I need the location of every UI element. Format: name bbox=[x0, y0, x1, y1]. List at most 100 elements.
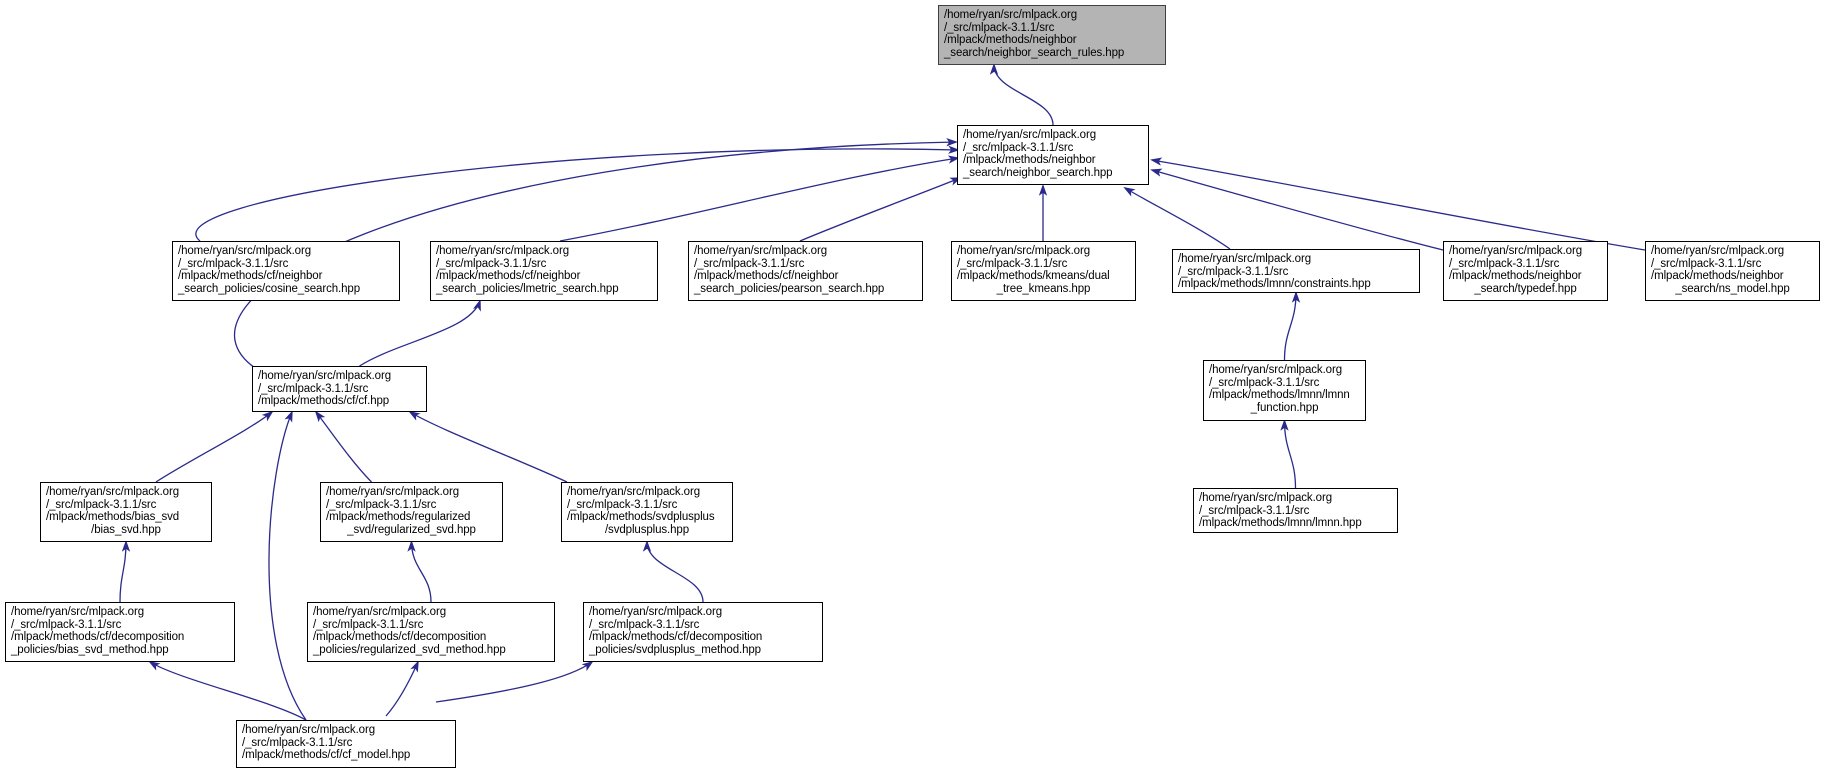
edge-neighbor_search-to-neighbor_search_rules bbox=[989, 63, 1054, 126]
node-text-line: /_src/mlpack-3.1.1/src bbox=[963, 141, 1074, 154]
node-text-line: /home/ryan/src/mlpack.org bbox=[957, 245, 1090, 257]
node-text-line: /_src/mlpack-3.1.1/src bbox=[694, 257, 805, 270]
node-text-line: /_src/mlpack-3.1.1/src bbox=[1178, 265, 1289, 278]
node-text-line: /mlpack/methods/neighbor bbox=[1449, 270, 1582, 283]
node-text-line: _policies/svdplusplus_method.hpp bbox=[589, 643, 761, 656]
graph-node-svdplusplus_method[interactable]: /home/ryan/src/mlpack.org/_src/mlpack-3.… bbox=[583, 602, 823, 662]
node-text-line: /mlpack/methods/bias_svd bbox=[46, 511, 180, 524]
node-text-line: /_src/mlpack-3.1.1/src bbox=[313, 618, 424, 631]
node-text-line: /_src/mlpack-3.1.1/src bbox=[1651, 257, 1762, 270]
node-text-line: /mlpack/methods/lmnn/lmnn.hpp bbox=[1199, 517, 1362, 530]
edge-typedef-to-neighbor_search bbox=[1150, 168, 1444, 251]
node-text-line: /_src/mlpack-3.1.1/src bbox=[242, 736, 353, 749]
edge-lmnn_function-to-lmnn_constraints bbox=[1283, 291, 1301, 361]
graph-node-bias_svd_method[interactable]: /home/ryan/src/mlpack.org/_src/mlpack-3.… bbox=[5, 602, 235, 662]
node-text-line: _search_policies/pearson_search.hpp bbox=[694, 282, 885, 295]
node-text-line: /home/ryan/src/mlpack.org bbox=[589, 606, 722, 618]
edge-bias_svd_method-to-bias_svd bbox=[119, 540, 131, 603]
node-text-line: /home/ryan/src/mlpack.org bbox=[11, 606, 144, 618]
node-text-line: /home/ryan/src/mlpack.org bbox=[567, 486, 700, 498]
node-text-line: /_src/mlpack-3.1.1/src bbox=[567, 498, 678, 511]
edge-cf_model-to-cf bbox=[268, 410, 307, 721]
node-text-line: _search/neighbor_search_rules.hpp bbox=[944, 46, 1125, 59]
node-text-line: _search/typedef.hpp bbox=[1474, 282, 1577, 295]
node-text-line: /svdplusplus.hpp bbox=[604, 523, 690, 536]
node-text-line: /mlpack/methods/cf/cf_model.hpp bbox=[242, 749, 411, 762]
edge-cf_model-to-bias_svd_method bbox=[148, 660, 307, 721]
edge-bias_svd-to-cf bbox=[155, 410, 274, 483]
graph-node-regularized_svd[interactable]: /home/ryan/src/mlpack.org/_src/mlpack-3.… bbox=[320, 482, 503, 542]
node-text-line: /_src/mlpack-3.1.1/src bbox=[1199, 504, 1310, 517]
edge-cf_model-to-svdplusplus_method bbox=[435, 660, 594, 703]
node-text-line: /home/ryan/src/mlpack.org bbox=[258, 370, 391, 382]
graph-node-dual_tree_kmeans[interactable]: /home/ryan/src/mlpack.org/_src/mlpack-3.… bbox=[951, 241, 1136, 301]
node-text-line: /_src/mlpack-3.1.1/src bbox=[589, 618, 700, 631]
node-text-line: _search_policies/cosine_search.hpp bbox=[178, 282, 360, 295]
node-text-line: /home/ryan/src/mlpack.org bbox=[242, 724, 375, 736]
graph-node-cf[interactable]: /home/ryan/src/mlpack.org/_src/mlpack-3.… bbox=[252, 366, 427, 412]
node-text-line: /mlpack/methods/kmeans/dual bbox=[957, 270, 1110, 283]
node-text-line: /home/ryan/src/mlpack.org bbox=[1449, 245, 1582, 257]
edge-cf-to-lmetric_search bbox=[359, 299, 481, 367]
node-text-line: /mlpack/methods/cf/neighbor bbox=[694, 270, 839, 283]
node-text-line: /_src/mlpack-3.1.1/src bbox=[258, 382, 369, 395]
node-text-line: /home/ryan/src/mlpack.org bbox=[326, 486, 459, 498]
node-text-line: /bias_svd.hpp bbox=[91, 523, 161, 536]
graph-node-regularized_svd_method[interactable]: /home/ryan/src/mlpack.org/_src/mlpack-3.… bbox=[307, 602, 555, 662]
node-text-line: /mlpack/methods/neighbor bbox=[1651, 270, 1784, 283]
edge-lmetric_search-to-neighbor_search bbox=[559, 155, 960, 242]
node-text-line: /mlpack/methods/neighbor bbox=[944, 34, 1077, 47]
edge-regularized_svd_method-to-regularized_svd bbox=[407, 540, 432, 603]
node-text-line: /_src/mlpack-3.1.1/src bbox=[326, 498, 437, 511]
edge-lmnn-to-lmnn_function bbox=[1280, 419, 1297, 489]
node-text-line: /mlpack/methods/lmnn/lmnn bbox=[1209, 389, 1350, 402]
node-text-line: /_src/mlpack-3.1.1/src bbox=[1209, 376, 1320, 389]
edge-lmnn_constraints-to-neighbor_search bbox=[1123, 187, 1231, 250]
node-text-line: _function.hpp bbox=[1250, 401, 1319, 414]
node-text-line: /mlpack/methods/cf/cf.hpp bbox=[258, 395, 390, 408]
node-text-line: /home/ryan/src/mlpack.org bbox=[944, 9, 1077, 21]
node-text-line: /home/ryan/src/mlpack.org bbox=[1651, 245, 1784, 257]
edge-svdplusplus_method-to-svdplusplus bbox=[642, 540, 704, 603]
graph-node-svdplusplus[interactable]: /home/ryan/src/mlpack.org/_src/mlpack-3.… bbox=[561, 482, 733, 542]
node-text-line: /mlpack/methods/neighbor bbox=[963, 154, 1096, 167]
node-text-line: /home/ryan/src/mlpack.org bbox=[313, 606, 446, 618]
node-text-line: /home/ryan/src/mlpack.org bbox=[178, 245, 311, 257]
node-text-line: _policies/regularized_svd_method.hpp bbox=[313, 643, 506, 656]
edge-pearson_search-to-neighbor_search bbox=[799, 177, 962, 242]
graph-node-lmetric_search[interactable]: /home/ryan/src/mlpack.org/_src/mlpack-3.… bbox=[430, 241, 658, 301]
node-text-line: /mlpack/methods/cf/decomposition bbox=[589, 631, 763, 644]
edge-svdplusplus-to-cf bbox=[408, 410, 568, 483]
edge-cf_model-to-regularized_svd_method bbox=[385, 660, 419, 717]
graph-node-pearson_search[interactable]: /home/ryan/src/mlpack.org/_src/mlpack-3.… bbox=[688, 241, 923, 301]
graph-node-neighbor_search[interactable]: /home/ryan/src/mlpack.org/_src/mlpack-3.… bbox=[957, 125, 1149, 185]
node-text-line: /home/ryan/src/mlpack.org bbox=[694, 245, 827, 257]
node-text-line: _search/neighbor_search.hpp bbox=[963, 166, 1113, 179]
node-text-line: /mlpack/methods/lmnn/constraints.hpp bbox=[1178, 278, 1371, 291]
node-text-line: /mlpack/methods/cf/decomposition bbox=[313, 631, 487, 644]
edge-cosine_search-to-neighbor_search bbox=[195, 145, 960, 242]
graph-node-typedef[interactable]: /home/ryan/src/mlpack.org/_src/mlpack-3.… bbox=[1443, 241, 1608, 301]
node-text-line: /home/ryan/src/mlpack.org bbox=[436, 245, 569, 257]
node-text-line: /_src/mlpack-3.1.1/src bbox=[957, 257, 1068, 270]
node-text-line: /home/ryan/src/mlpack.org bbox=[963, 129, 1096, 141]
node-text-line: /_src/mlpack-3.1.1/src bbox=[1449, 257, 1560, 270]
node-text-line: /home/ryan/src/mlpack.org bbox=[1209, 364, 1342, 376]
graph-node-lmnn_function[interactable]: /home/ryan/src/mlpack.org/_src/mlpack-3.… bbox=[1203, 360, 1366, 421]
node-text-line: /mlpack/methods/cf/decomposition bbox=[11, 631, 185, 644]
node-text-line: /_src/mlpack-3.1.1/src bbox=[436, 257, 547, 270]
graph-node-bias_svd[interactable]: /home/ryan/src/mlpack.org/_src/mlpack-3.… bbox=[40, 482, 212, 542]
node-text-line: /home/ryan/src/mlpack.org bbox=[46, 486, 179, 498]
node-text-line: _tree_kmeans.hpp bbox=[996, 282, 1091, 295]
graph-node-lmnn[interactable]: /home/ryan/src/mlpack.org/_src/mlpack-3.… bbox=[1193, 488, 1398, 533]
graph-node-lmnn_constraints[interactable]: /home/ryan/src/mlpack.org/_src/mlpack-3.… bbox=[1172, 249, 1420, 293]
node-text-line: _search_policies/lmetric_search.hpp bbox=[436, 282, 619, 295]
edge-regularized_svd-to-cf bbox=[314, 410, 372, 483]
graph-node-cf_model[interactable]: /home/ryan/src/mlpack.org/_src/mlpack-3.… bbox=[236, 720, 456, 768]
node-text-line: /home/ryan/src/mlpack.org bbox=[1178, 253, 1311, 265]
graph-node-neighbor_search_rules[interactable]: /home/ryan/src/mlpack.org/_src/mlpack-3.… bbox=[938, 5, 1166, 65]
node-text-line: _policies/bias_svd_method.hpp bbox=[11, 643, 169, 656]
graph-node-cosine_search[interactable]: /home/ryan/src/mlpack.org/_src/mlpack-3.… bbox=[172, 241, 400, 301]
graph-node-ns_model[interactable]: /home/ryan/src/mlpack.org/_src/mlpack-3.… bbox=[1645, 241, 1820, 301]
